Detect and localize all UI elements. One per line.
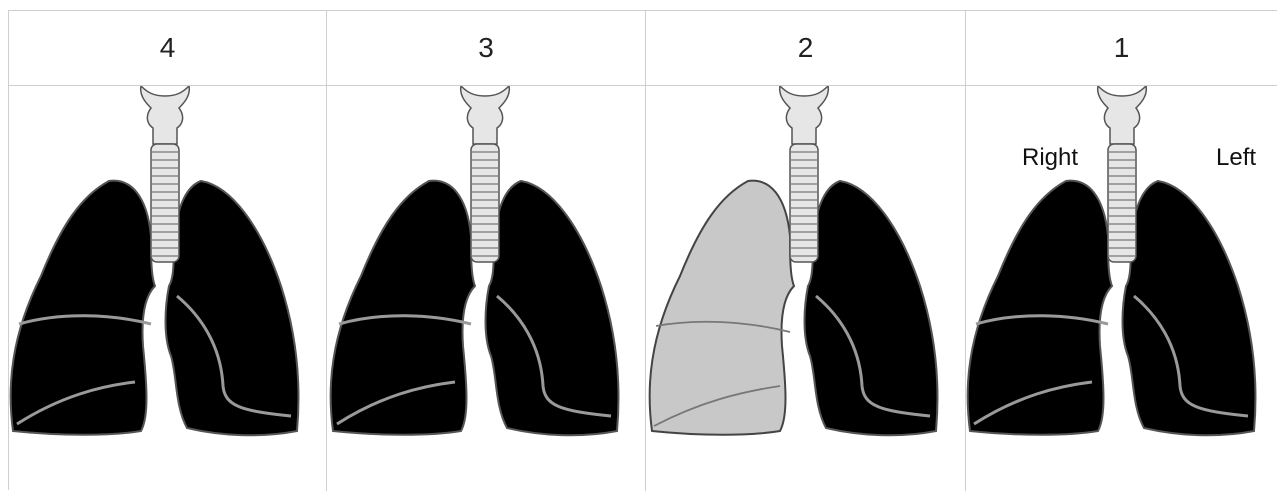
left-lung [486, 181, 619, 435]
left-label: Left [1216, 144, 1256, 172]
column-header-2: 2 [646, 11, 966, 86]
lung-diagram-table: 4 3 2 1 [8, 10, 1277, 490]
lungs-illustration [327, 86, 646, 491]
column-number: 1 [1114, 32, 1130, 64]
column-header-1: 1 [966, 11, 1277, 86]
column-number: 4 [160, 32, 176, 64]
column-header-4: 4 [9, 11, 327, 86]
lung-cell-1: Right Left [966, 86, 1277, 491]
right-lung [11, 181, 155, 435]
lung-cell-4 [9, 86, 327, 491]
right-label: Right [1022, 144, 1078, 172]
column-number: 3 [478, 32, 494, 64]
right-lung-highlighted [650, 181, 794, 435]
lung-cell-2 [646, 86, 966, 491]
left-lung [1123, 181, 1256, 435]
right-lung [331, 181, 475, 435]
right-lung [968, 181, 1112, 435]
lung-cell-3 [327, 86, 646, 491]
column-header-3: 3 [327, 11, 646, 86]
left-lung [805, 181, 938, 435]
left-lung [166, 181, 299, 435]
lungs-illustration [646, 86, 966, 491]
lungs-illustration [9, 86, 327, 491]
column-number: 2 [798, 32, 814, 64]
